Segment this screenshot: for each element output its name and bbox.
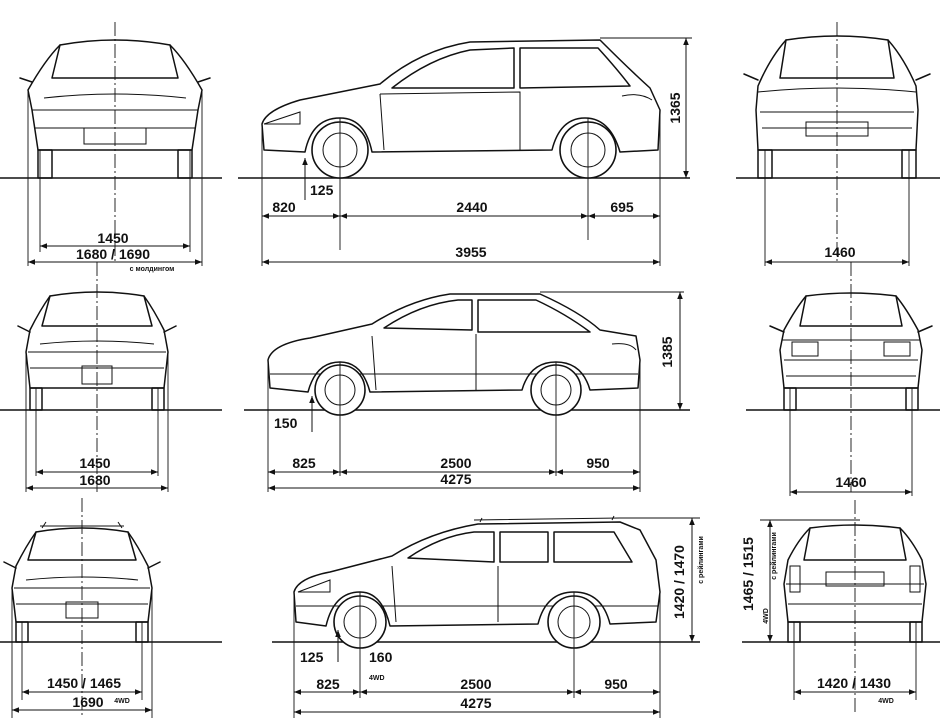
rear-track-note: 4WD [878,698,894,705]
dim-height: 1420 / 1470 [671,545,687,619]
dim-front-track: 1450 / 1465 [47,675,121,691]
dim-overhang-rear: 950 [586,455,610,471]
dim-overhang-rear: 695 [610,199,634,215]
dim-wheelbase: 2500 [440,455,471,471]
height-note: с рейлингами [697,536,705,584]
dim-wheelbase: 2500 [460,676,491,692]
dim-clearance: 125 [310,182,334,198]
dim-front-width: 1680 [79,472,110,488]
hatchback-rear-view: 1460 [736,22,940,266]
sedan-side-view: 1385 150 825 2500 950 4275 [244,291,690,492]
dim-overhang-rear: 950 [604,676,628,692]
dim-overhang-front: 825 [292,455,316,471]
clearance-4wd-note: 4WD [369,675,385,682]
width-note-4wd: 4WD [114,698,130,705]
dim-wheelbase: 2440 [456,199,487,215]
dim-rear-track: 1460 [824,244,855,260]
rear-height-4wd: 4WD [763,608,770,624]
dim-clearance: 150 [274,415,298,431]
dim-front-track: 1450 [97,230,128,246]
dim-length: 4275 [460,695,491,711]
dim-height: 1365 [667,92,683,123]
dim-height: 1385 [659,336,675,367]
rear-height-note: с рейлингами [770,532,778,580]
dim-rear-track: 1460 [835,474,866,490]
dim-front-width: 1690 [72,694,103,710]
dim-overhang-front: 825 [316,676,340,692]
wagon-side-view: 1420 / 1470 с рейлингами 125 160 4WD 825… [272,515,705,718]
dim-length: 4275 [440,471,471,487]
dim-front-track: 1450 [79,455,110,471]
dim-front-width: 1680 / 1690 [76,246,150,262]
dim-clearance: 125 [300,649,324,665]
hatchback-front-view: 1450 1680 / 1690 с молдингом [0,22,222,273]
dim-length: 3955 [455,244,486,260]
wagon-rear-view: 1465 / 1515 с рейлингами 4WD 1420 / 1430… [740,500,940,712]
dim-clearance-4wd: 160 [369,649,393,665]
dim-height: 1465 / 1515 [740,537,756,611]
hatchback-side-view: 1365 125 820 2440 695 3955 [238,37,692,266]
sedan-rear-view: 1460 [746,262,940,496]
dim-rear-track: 1420 / 1430 [817,675,891,691]
width-note: с молдингом [130,266,175,273]
sedan-front-view: 1450 1680 [0,262,222,492]
wagon-front-view: 1450 / 1465 1690 4WD [0,498,222,718]
dim-overhang-front: 820 [272,199,296,215]
